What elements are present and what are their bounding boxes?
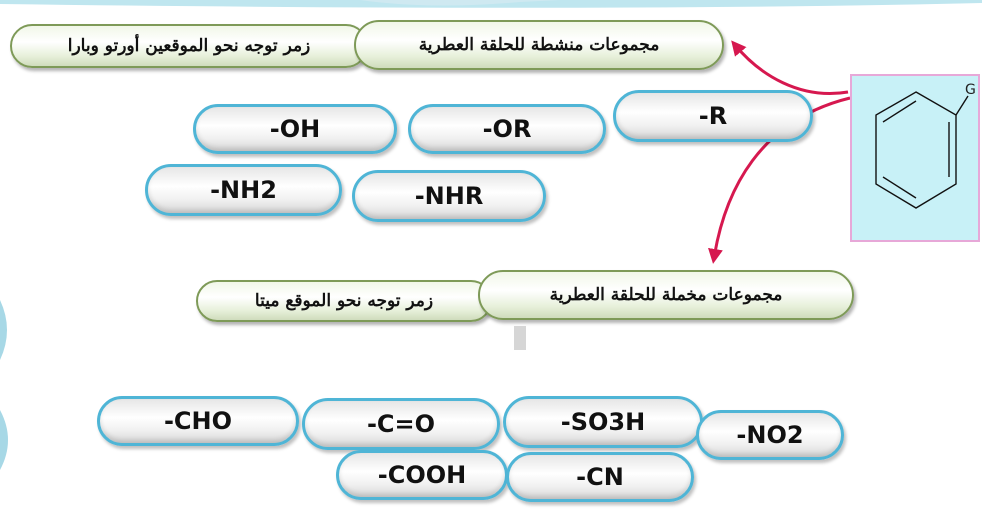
arrow-to-activating <box>731 40 849 95</box>
slide-top-decoration <box>0 0 982 8</box>
activating-groups-heading: مجموعات منشطة للحلقة العطرية <box>354 20 724 70</box>
ortho-para-director-label: زمر توجه نحو الموقعين أورتو وبارا <box>10 24 368 68</box>
group-cooh: -COOH <box>336 450 508 500</box>
slide-left-decoration <box>0 300 8 470</box>
group-r: -R <box>613 90 813 142</box>
group-oh: -OH <box>193 104 397 154</box>
group-cn: -CN <box>506 452 694 502</box>
group-so3h: -SO3H <box>503 396 703 448</box>
benzene-ring-icon <box>875 91 969 209</box>
substituent-g-label: G <box>965 82 976 98</box>
benzene-ring-box: G <box>850 74 980 242</box>
meta-director-label: زمر توجه نحو الموقع ميتا <box>196 280 492 322</box>
group-cho: -CHO <box>97 396 299 446</box>
group-nhr: -NHR <box>352 170 546 222</box>
group-or: -OR <box>408 104 606 154</box>
group-no2: -NO2 <box>696 410 844 460</box>
group-nh2: -NH2 <box>145 164 342 216</box>
group-c-double-o: -C=O <box>302 398 500 450</box>
deactivating-groups-heading: مجموعات مخملة للحلقة العطرية <box>478 270 854 320</box>
shadow-bar <box>514 326 526 350</box>
